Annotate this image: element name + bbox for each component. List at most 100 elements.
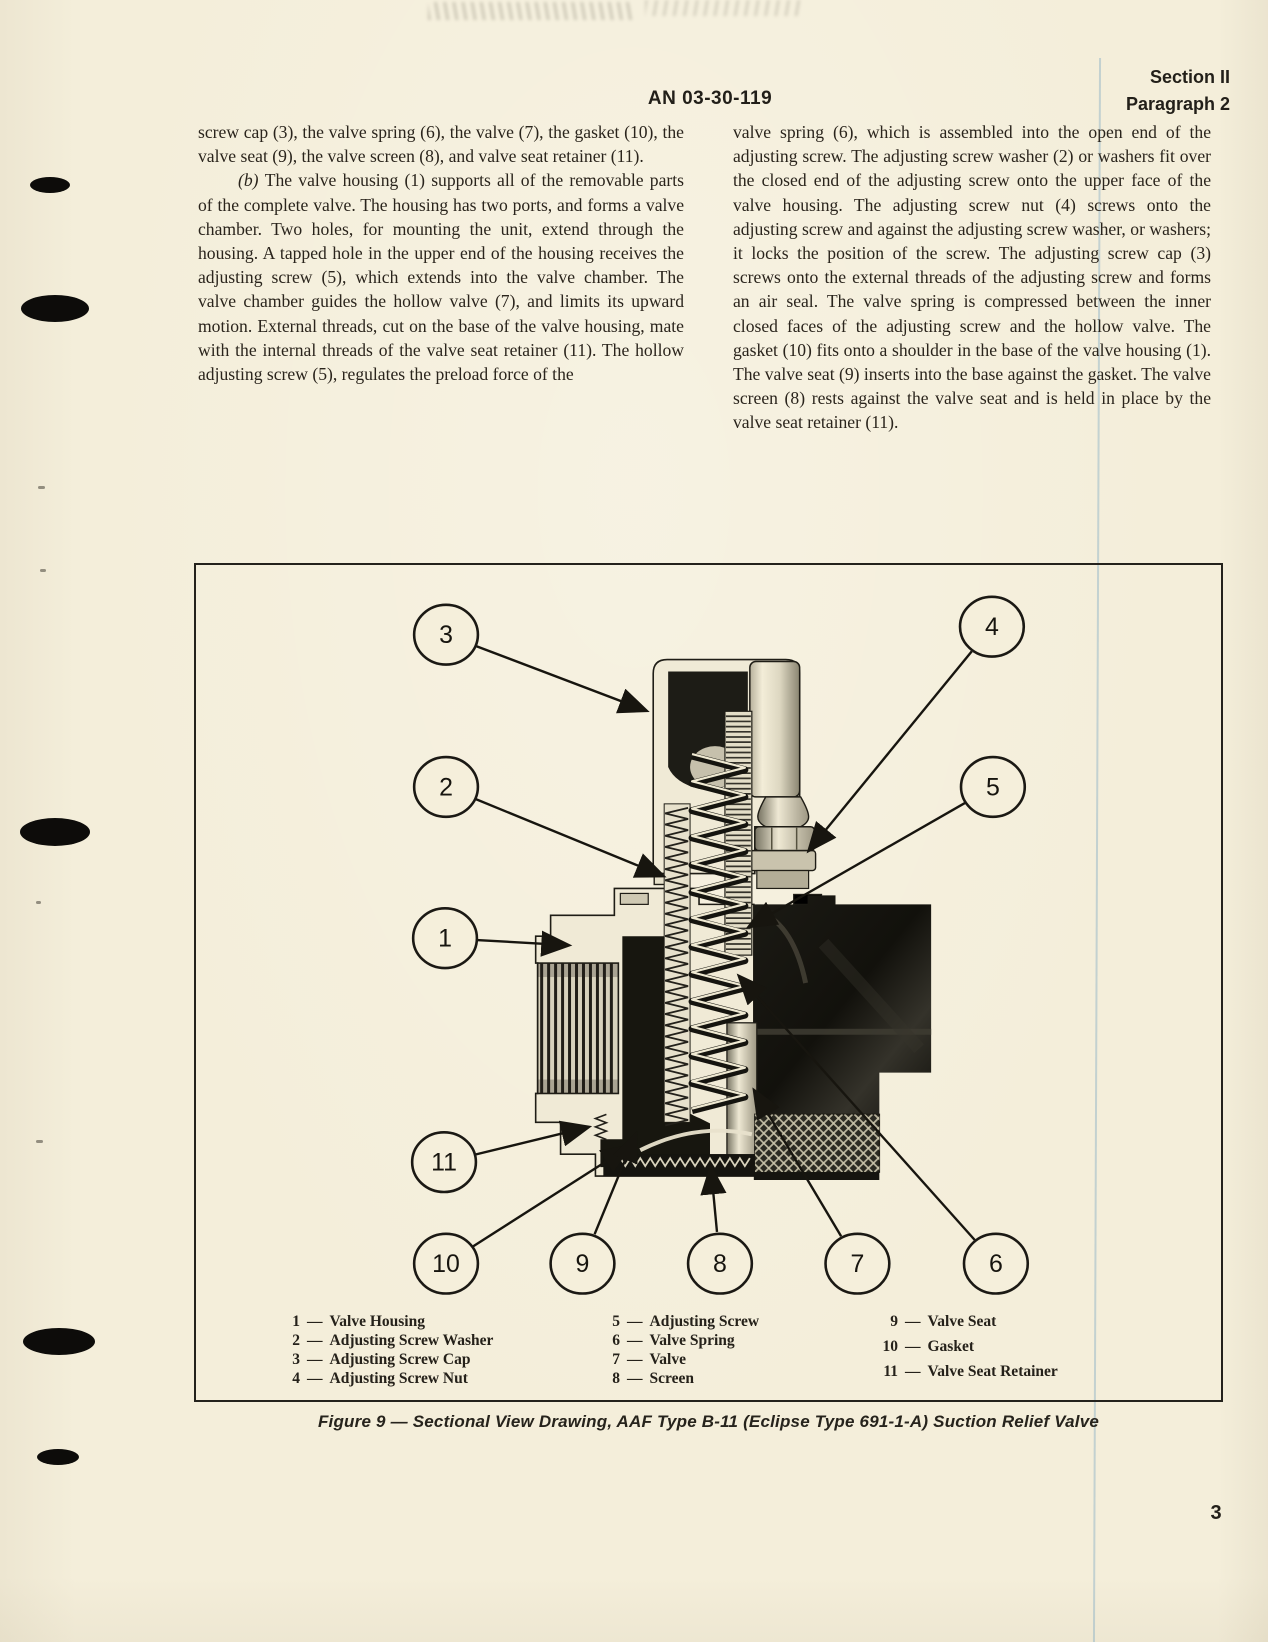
legend-item: 11 — Valve Seat Retainer (872, 1363, 1058, 1382)
adjusting-screw (724, 710, 753, 956)
legend-item: 6—Valve Spring (594, 1332, 759, 1351)
callout-arrow-adjusting-screw-washer (475, 797, 667, 878)
valve-disc-edge (639, 1128, 753, 1152)
legend-part-label: Screen (649, 1370, 694, 1387)
legend-dash: — (307, 1332, 323, 1349)
punch-hole-mark (21, 295, 89, 322)
legend-part-number: 3 (292, 1351, 300, 1368)
callout-circle-gasket (412, 1232, 480, 1295)
callout-arrow-valve-seat (593, 1130, 638, 1235)
callout-number: 11 (431, 1149, 457, 1177)
paragraph: (b) The valve housing (1) supports all o… (198, 170, 684, 385)
paragraph-label: Paragraph 2 (1125, 94, 1230, 114)
legend-part-number: 10 (882, 1338, 899, 1355)
paragraph: valve spring (6), which is assembled int… (733, 122, 1211, 433)
legend-item: 5 — Adjusting Screw (594, 1313, 759, 1332)
paragraph: screw cap (3), the valve spring (6), the… (198, 122, 684, 167)
legend-dash: — (627, 1351, 643, 1368)
callout-circle-valve-seat (549, 1232, 616, 1295)
callout-number: 4 (985, 613, 999, 641)
punch-hole-mark (37, 1449, 79, 1465)
legend-dash: — (627, 1313, 643, 1330)
legend-part-label: Adjusting Screw Nut (329, 1370, 468, 1387)
mounting-bolt (619, 892, 649, 905)
figure-legend: 1 — Valve Housing 2 — Adjusting Screw Washer 3… (196, 1313, 1225, 1399)
legend-part-label: Valve Seat (927, 1313, 997, 1330)
callout-circle-adjusting-screw-washer (412, 755, 480, 819)
legend-item: 2 — Adjusting Screw Washer (274, 1332, 493, 1351)
callout-circle-screen (686, 1232, 754, 1295)
adjusting-screw-external-threads (663, 803, 691, 1127)
legend-part-label: Adjusting Screw Cap (329, 1351, 471, 1368)
figure-caption: Figure 9 — Sectional View Drawing, AAF T… (317, 1412, 1100, 1431)
scan-smudge (428, 2, 633, 20)
legend-part-label: Gasket (927, 1338, 975, 1355)
legend-part-label: Valve Seat Retainer (927, 1363, 1058, 1380)
legend-dash: — (627, 1370, 643, 1387)
legend-dash: — (307, 1351, 323, 1368)
punch-hole-mark (30, 177, 70, 193)
left-text-column: screw cap (3), the valve spring (6), the… (198, 120, 684, 386)
legend-item: 9—Valve Seat (872, 1313, 1058, 1332)
callout-circle-valve-spring (962, 1232, 1030, 1295)
legend-part-number: 5 (612, 1313, 620, 1330)
callout-arrow-adjusting-screw-nut (806, 650, 973, 854)
legend-item: 4—Adjusting Screw Nut (274, 1370, 493, 1389)
legend-dash: — (307, 1313, 323, 1330)
callout-number: 2 (439, 773, 453, 801)
legend-part-number: 11 (883, 1363, 898, 1380)
document-number: AN 03-30-119 (647, 88, 773, 109)
legend-dash: — (905, 1338, 921, 1355)
legend-part-number: 8 (612, 1370, 620, 1387)
legend-dash: — (905, 1363, 921, 1380)
callout-arrow-adjusting-screw-cap (475, 644, 650, 714)
adjusting-screw-nut (754, 825, 816, 852)
adjusting-screw-nut-stack (749, 660, 817, 890)
page-number: 3 (1210, 1502, 1222, 1524)
legend-part-number: 2 (292, 1332, 300, 1349)
legend-part-label: Adjusting Screw (649, 1313, 760, 1330)
section-header: Section II Paragraph 2 (1126, 64, 1230, 118)
callout-arrow-gasket (472, 1144, 633, 1248)
legend-column-1: 1 — Valve Housing 2 — Adjusting Screw Washer 3… (274, 1313, 493, 1389)
valve-spring (688, 752, 749, 1114)
legend-part-number: 1 (292, 1313, 300, 1330)
legend-dash: — (307, 1370, 323, 1387)
legend-part-number: 6 (612, 1332, 620, 1349)
callout-arrow-screen (700, 1163, 727, 1233)
legend-dash: — (627, 1332, 643, 1349)
legend-part-label: Adjusting Screw Washer (329, 1332, 494, 1349)
callout-number: 9 (576, 1250, 590, 1278)
callout-circle-adjusting-screw (959, 755, 1027, 819)
callout-arrow-valve-housing (476, 930, 573, 957)
legend-item: 7—Valve (594, 1351, 759, 1370)
scan-speck (36, 1140, 43, 1143)
legend-dash: — (905, 1313, 921, 1330)
callout-circle-valve-housing (411, 907, 479, 970)
callout-arrow-valve-seat-retainer (474, 1120, 593, 1156)
callout-circle-valve (824, 1232, 891, 1295)
legend-part-label: Valve Housing (329, 1313, 425, 1330)
legend-item: 3 — Adjusting Screw Cap (274, 1351, 493, 1370)
legend-part-label: Valve (649, 1351, 686, 1368)
scan-speck (36, 901, 41, 904)
valve-housing-body (753, 895, 932, 1115)
callout-number: 7 (850, 1250, 864, 1278)
legend-item: 8 — Screen (594, 1370, 759, 1389)
callout-number: 8 (713, 1250, 727, 1278)
callout-arrow-valve (752, 1087, 843, 1237)
scan-speck (40, 569, 46, 572)
legend-item: 10 — Gasket (872, 1338, 1058, 1357)
callout-number: 10 (432, 1250, 460, 1278)
section-label: Section II (1149, 67, 1230, 87)
callout-number: 5 (986, 773, 1000, 801)
punch-hole-mark (23, 1328, 95, 1355)
legend-item: 1 — Valve Housing (274, 1313, 493, 1332)
callout-arrow-adjusting-screw (745, 801, 966, 929)
scan-speck (38, 486, 45, 489)
callout-circle-adjusting-screw-cap (412, 603, 480, 666)
